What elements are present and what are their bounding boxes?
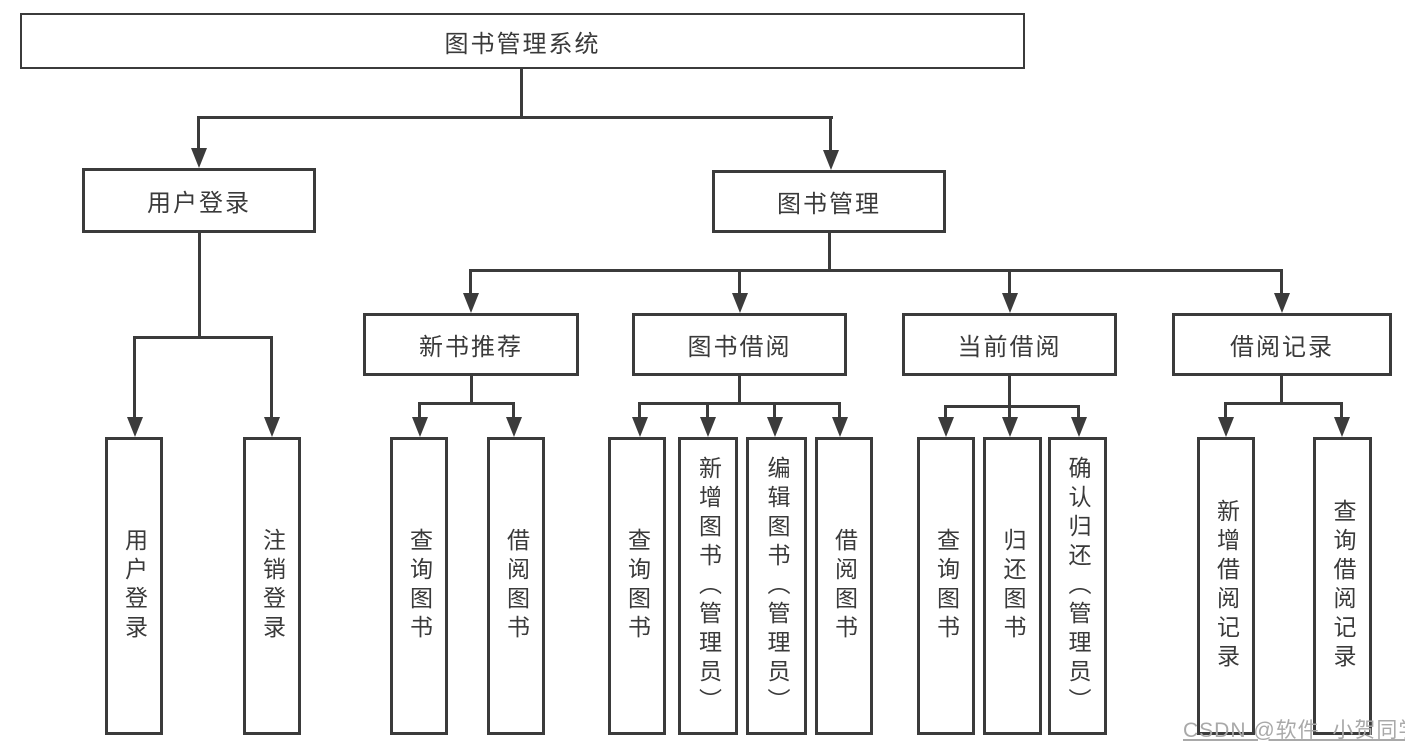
node-label: 注销登录: [259, 528, 286, 644]
connector-line: [1280, 376, 1283, 404]
node-leaf-borrow-books-recommend: 借阅图书: [487, 437, 545, 735]
connector-line: [1340, 402, 1343, 419]
arrow-down-icon: [506, 417, 522, 437]
connector-line: [270, 336, 273, 420]
arrow-down-icon: [700, 417, 716, 437]
connector-line: [1008, 405, 1011, 419]
connector-line: [1280, 269, 1283, 295]
node-leaf-query-books-borrowing: 查询图书: [608, 437, 666, 735]
node-label: 借阅图书: [831, 528, 858, 644]
connector-line: [469, 269, 1283, 272]
arrow-down-icon: [832, 417, 848, 437]
connector-line: [418, 402, 514, 405]
node-label: 图书借阅: [687, 334, 792, 361]
connector-line: [706, 402, 709, 419]
arrow-down-icon: [632, 417, 648, 437]
node-leaf-confirm-return-admin: 确认归还（管理员）: [1048, 437, 1107, 735]
connector-line: [1224, 402, 1343, 405]
connector-line: [1008, 269, 1011, 295]
arrow-down-icon: [823, 150, 839, 170]
connector-line: [418, 402, 421, 419]
connector-line: [829, 116, 832, 154]
watermark-text: CSDN @软件_小贺同学: [1183, 719, 1405, 742]
arrow-down-icon: [127, 417, 143, 437]
node-label: 新增借阅记录: [1213, 499, 1240, 673]
node-label: 归还图书: [1000, 528, 1026, 644]
connector-line: [520, 68, 523, 118]
connector-line: [838, 402, 841, 419]
connector-line: [944, 405, 947, 419]
connector-line: [197, 116, 833, 119]
node-label: 用户登录: [121, 528, 148, 644]
node-leaf-user-login: 用户登录: [105, 437, 163, 735]
connector-line: [1224, 402, 1227, 419]
arrow-down-icon: [767, 417, 783, 437]
arrow-down-icon: [1002, 417, 1018, 437]
arrow-down-icon: [938, 417, 954, 437]
node-book-borrowing: 图书借阅: [632, 313, 847, 376]
node-current-borrowing: 当前借阅: [902, 313, 1117, 376]
connector-line: [512, 402, 515, 419]
node-label: 查询图书: [933, 528, 960, 644]
connector-line: [469, 269, 472, 295]
connector-line: [738, 376, 741, 404]
node-leaf-query-books-recommend: 查询图书: [390, 437, 448, 735]
arrow-down-icon: [1334, 417, 1350, 437]
node-leaf-add-borrow-record: 新增借阅记录: [1197, 437, 1255, 735]
node-label: 用户登录: [147, 190, 251, 217]
connector-line: [944, 405, 1080, 408]
node-label: 新增图书（管理员）: [695, 455, 722, 717]
node-label: 编辑图书（管理员）: [764, 455, 790, 717]
arrow-down-icon: [1071, 417, 1087, 437]
node-leaf-query-books-current: 查询图书: [917, 437, 975, 735]
connector-line: [738, 269, 741, 295]
node-label: 当前借阅: [957, 334, 1062, 361]
connector-line: [773, 402, 776, 419]
connector-line: [828, 233, 831, 271]
node-leaf-logout: 注销登录: [243, 437, 301, 735]
arrow-down-icon: [412, 417, 428, 437]
node-leaf-query-borrow-record: 查询借阅记录: [1313, 437, 1372, 735]
connector-line: [197, 116, 200, 152]
node-label: 查询借阅记录: [1330, 499, 1356, 673]
connector-line: [1077, 405, 1080, 419]
node-label: 新书推荐: [419, 334, 523, 361]
arrow-down-icon: [1218, 417, 1234, 437]
arrow-down-icon: [191, 148, 207, 168]
node-new-book-recommend: 新书推荐: [363, 313, 579, 376]
arrow-down-icon: [463, 293, 479, 313]
node-user-login: 用户登录: [82, 168, 316, 233]
node-borrowing-records: 借阅记录: [1172, 313, 1392, 376]
connector-line: [133, 336, 136, 420]
node-book-management: 图书管理: [712, 170, 946, 233]
node-label: 查询图书: [624, 528, 651, 644]
arrow-down-icon: [1002, 293, 1018, 313]
node-label: 借阅图书: [503, 528, 530, 644]
arrow-down-icon: [264, 417, 280, 437]
connector-line: [470, 376, 473, 404]
node-label: 借阅记录: [1230, 334, 1334, 361]
node-leaf-borrow-books-borrowing: 借阅图书: [815, 437, 873, 735]
node-root: 图书管理系统: [20, 13, 1025, 69]
connector-line: [133, 336, 273, 339]
connector-line: [638, 402, 641, 419]
connector-line: [638, 402, 841, 405]
node-leaf-return-books: 归还图书: [983, 437, 1042, 735]
arrow-down-icon: [732, 293, 748, 313]
node-root-label: 图书管理系统: [444, 30, 601, 58]
node-leaf-edit-books-admin: 编辑图书（管理员）: [746, 437, 807, 735]
node-label: 确认归还（管理员）: [1065, 455, 1091, 717]
node-label: 图书管理: [777, 191, 881, 218]
connector-line: [1008, 376, 1011, 407]
connector-line: [198, 233, 201, 338]
node-leaf-add-books-admin: 新增图书（管理员）: [678, 437, 738, 735]
arrow-down-icon: [1274, 293, 1290, 313]
node-label: 查询图书: [406, 528, 433, 644]
